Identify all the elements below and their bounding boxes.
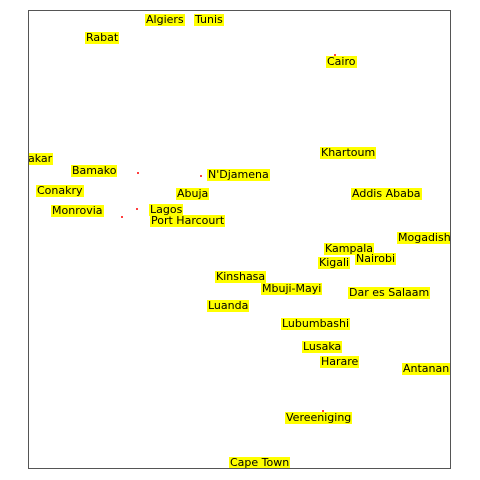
city-label: Antanan	[402, 362, 450, 375]
city-label: Tunis	[194, 13, 224, 26]
city-label: Vereeniging	[285, 411, 353, 424]
city-label: Lagos	[149, 203, 184, 216]
city-label: Mogadish	[397, 231, 451, 244]
city-label: Monrovia	[51, 204, 104, 217]
city-label: Khartoum	[320, 146, 377, 159]
city-marker	[200, 175, 202, 177]
city-label: Algiers	[145, 13, 185, 26]
city-label: akar	[28, 152, 54, 165]
city-marker	[137, 172, 139, 174]
city-label: Harare	[320, 355, 360, 368]
city-label: Kinshasa	[215, 270, 267, 283]
city-marker	[121, 216, 123, 218]
city-label: Rabat	[85, 31, 120, 44]
city-label: Addis Ababa	[351, 187, 422, 200]
city-label: Cape Town	[229, 456, 291, 469]
city-label: Lusaka	[302, 340, 343, 353]
city-label: Lubumbashi	[281, 317, 351, 330]
city-label: Dar es Salaam	[348, 286, 431, 299]
city-label: Cairo	[326, 55, 357, 68]
city-label: Abuja	[176, 187, 210, 200]
city-label: Port Harcourt	[150, 214, 226, 227]
city-label: Luanda	[207, 299, 250, 312]
city-label: Nairobi	[355, 252, 397, 265]
city-label: N'Djamena	[207, 168, 270, 181]
city-marker	[334, 54, 336, 56]
city-label: Bamako	[71, 164, 118, 177]
city-marker	[136, 208, 138, 210]
city-marker	[322, 410, 324, 412]
city-label: Mbuji-Mayi	[261, 282, 323, 295]
city-label: Conakry	[36, 184, 84, 197]
city-label: Kigali	[318, 256, 351, 269]
city-label: Kampala	[324, 242, 374, 255]
